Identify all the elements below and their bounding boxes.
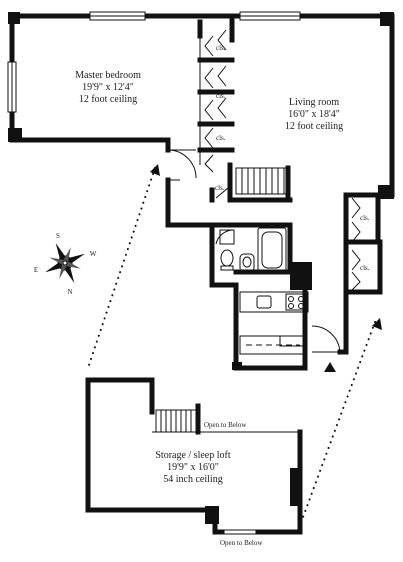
closet-label-4: cls. [215, 184, 225, 192]
master-bedroom-ceiling: 12 foot ceiling [79, 94, 137, 105]
main-unit-walls [7, 11, 395, 371]
living-closets [343, 192, 383, 295]
open-to-below-bottom: Open to Below [220, 539, 263, 547]
connector-lines [87, 164, 382, 521]
closet-label-2: cls. [216, 92, 226, 100]
compass-e: E [34, 266, 38, 274]
kitchen-fixtures [239, 282, 309, 371]
compass-s: S [56, 232, 60, 240]
loft-walls [85, 377, 303, 535]
bathroom-fixtures [215, 227, 293, 275]
storage-loft-size: 19'9" x 16'0" [167, 462, 219, 473]
compass-n: N [67, 288, 72, 296]
storage-loft-ceiling: 54 inch ceiling [163, 474, 222, 485]
living-room-name: Living room [289, 97, 339, 108]
living-room-stairs [235, 165, 291, 199]
open-to-below-top: Open to Below [204, 421, 247, 429]
master-bedroom-size: 19'9" x 12'4" [82, 82, 134, 93]
compass-rose [45, 243, 85, 283]
closet-label-6: cls. [360, 264, 370, 272]
bedroom-closets [197, 19, 235, 173]
hall-closet [209, 187, 231, 203]
closet-label-3: cls. [216, 134, 226, 142]
compass-w: W [90, 250, 97, 258]
loft-stairs [155, 403, 201, 435]
living-room-ceiling: 12 foot ceiling [285, 121, 343, 132]
closet-label-1: cls. [216, 44, 226, 52]
master-bedroom-name: Master bedroom [75, 70, 141, 81]
bedroom-door [167, 149, 197, 181]
entry-door [311, 325, 341, 372]
living-room-size: 16'0" x 18'4" [288, 109, 340, 120]
storage-loft-name: Storage / sleep loft [155, 450, 230, 461]
closet-label-5: cls. [360, 214, 370, 222]
